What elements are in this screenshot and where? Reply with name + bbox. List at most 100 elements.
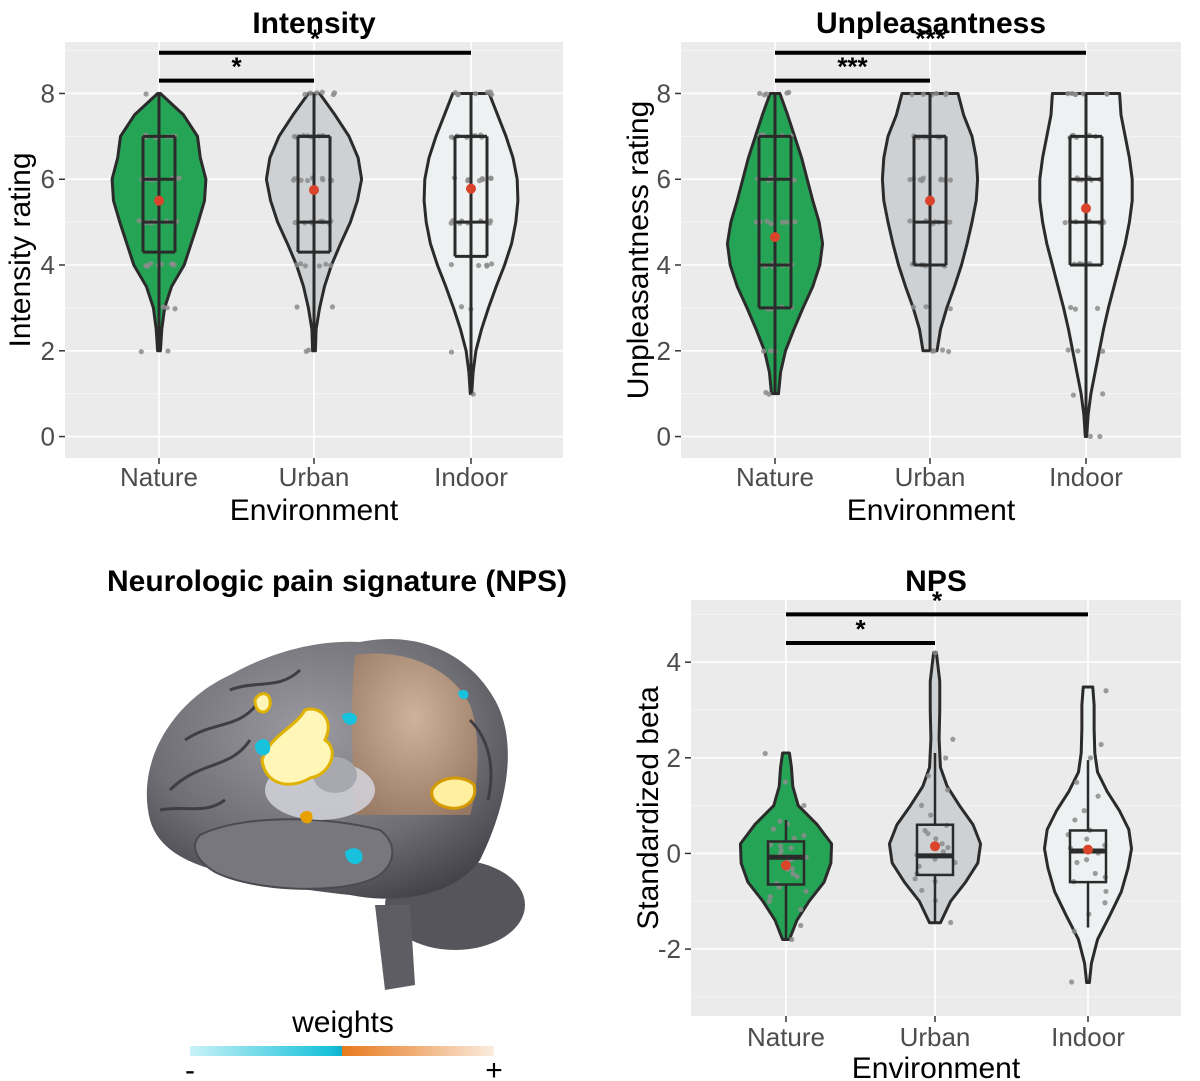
brain-gyri [159, 668, 493, 812]
data-point [768, 220, 774, 227]
data-point [488, 218, 494, 224]
data-point [319, 89, 325, 95]
data-point [328, 262, 334, 269]
chart-title: Intensity [252, 7, 376, 40]
mean-point [781, 860, 791, 871]
activation-small-positive [300, 810, 313, 824]
data-point [792, 219, 798, 225]
data-point [920, 91, 927, 97]
data-point [789, 936, 795, 943]
data-point [1062, 219, 1068, 226]
data-point [305, 177, 311, 184]
y-tick-label: -2 [658, 934, 681, 964]
brain-cut-surface [351, 653, 478, 815]
significance-label: *** [837, 52, 868, 82]
data-point [1103, 888, 1109, 895]
y-tick-label: 4 [41, 250, 55, 280]
data-point [948, 919, 954, 926]
y-axis-label: Standardized beta [632, 686, 665, 930]
data-point [1069, 90, 1075, 97]
data-point [794, 873, 800, 880]
data-point [933, 90, 940, 97]
data-point [788, 845, 794, 851]
data-point [778, 848, 784, 854]
data-point [764, 218, 770, 224]
data-point [487, 89, 493, 95]
data-point [465, 178, 471, 184]
data-point [1098, 741, 1104, 748]
weights-legend: weights - + [185, 1006, 503, 1081]
mean-point [925, 195, 935, 206]
data-point [1102, 900, 1108, 906]
data-point [798, 906, 804, 913]
data-point [458, 304, 465, 310]
activation-parietal-negative [458, 689, 469, 700]
data-point [297, 261, 304, 267]
data-point [169, 261, 176, 267]
data-point [1081, 808, 1087, 814]
x-tick-label: Urban [279, 462, 350, 492]
data-point [770, 826, 777, 832]
data-point [172, 306, 178, 312]
data-point [143, 91, 149, 97]
data-point [757, 90, 763, 97]
mean-point [466, 183, 476, 194]
box-iqr [1068, 829, 1108, 884]
data-point [292, 219, 298, 226]
data-point [762, 750, 768, 757]
data-point [1100, 391, 1106, 397]
data-point [484, 262, 490, 268]
y-tick-label: 6 [657, 164, 671, 194]
data-point [947, 177, 953, 183]
data-point [938, 176, 944, 182]
y-axis-label: Intensity rating [4, 152, 37, 347]
data-point [1092, 870, 1098, 877]
data-point [768, 348, 774, 354]
significance-label: * [855, 614, 866, 644]
data-point [939, 841, 945, 847]
box-iqr [766, 840, 806, 886]
data-point [933, 836, 939, 842]
y-tick-label: 4 [657, 250, 671, 280]
data-point [907, 218, 913, 224]
data-point [330, 91, 337, 98]
data-point [776, 884, 782, 890]
y-tick-label: 0 [41, 422, 55, 452]
data-point [452, 89, 459, 96]
brainstem [375, 905, 415, 990]
data-point [789, 866, 795, 872]
data-point [763, 389, 769, 396]
activation-insula-positive [260, 707, 334, 786]
data-point [784, 219, 790, 225]
data-point [489, 261, 495, 267]
x-tick-label: Indoor [1049, 462, 1123, 492]
data-point [138, 349, 144, 355]
activation-frontal-positive [253, 692, 272, 714]
data-point [912, 876, 918, 882]
activation-frontal-negative [255, 738, 271, 756]
data-point [1084, 836, 1090, 842]
data-point [798, 922, 804, 929]
weights-legend-title: weights [291, 1006, 394, 1039]
violin-nature [738, 751, 834, 941]
brain-image [146, 639, 525, 990]
y-tick-label: 8 [657, 78, 671, 108]
y-tick-label: 0 [657, 422, 671, 452]
data-point [479, 175, 485, 182]
data-point [1074, 859, 1080, 866]
data-point [1103, 688, 1109, 694]
data-point [803, 888, 809, 894]
chart-title: NPS [905, 565, 967, 598]
y-tick-label: 6 [41, 164, 55, 194]
y-tick-label: 8 [41, 78, 55, 108]
data-point [791, 835, 797, 842]
data-point [790, 871, 796, 877]
data-point [1087, 755, 1094, 761]
data-point [1074, 779, 1080, 785]
nps-brain-panel: Neurologic pain signature (NPS) [107, 565, 567, 1081]
data-point [472, 91, 479, 97]
data-point [940, 849, 946, 855]
x-tick-label: Urban [900, 1022, 971, 1052]
